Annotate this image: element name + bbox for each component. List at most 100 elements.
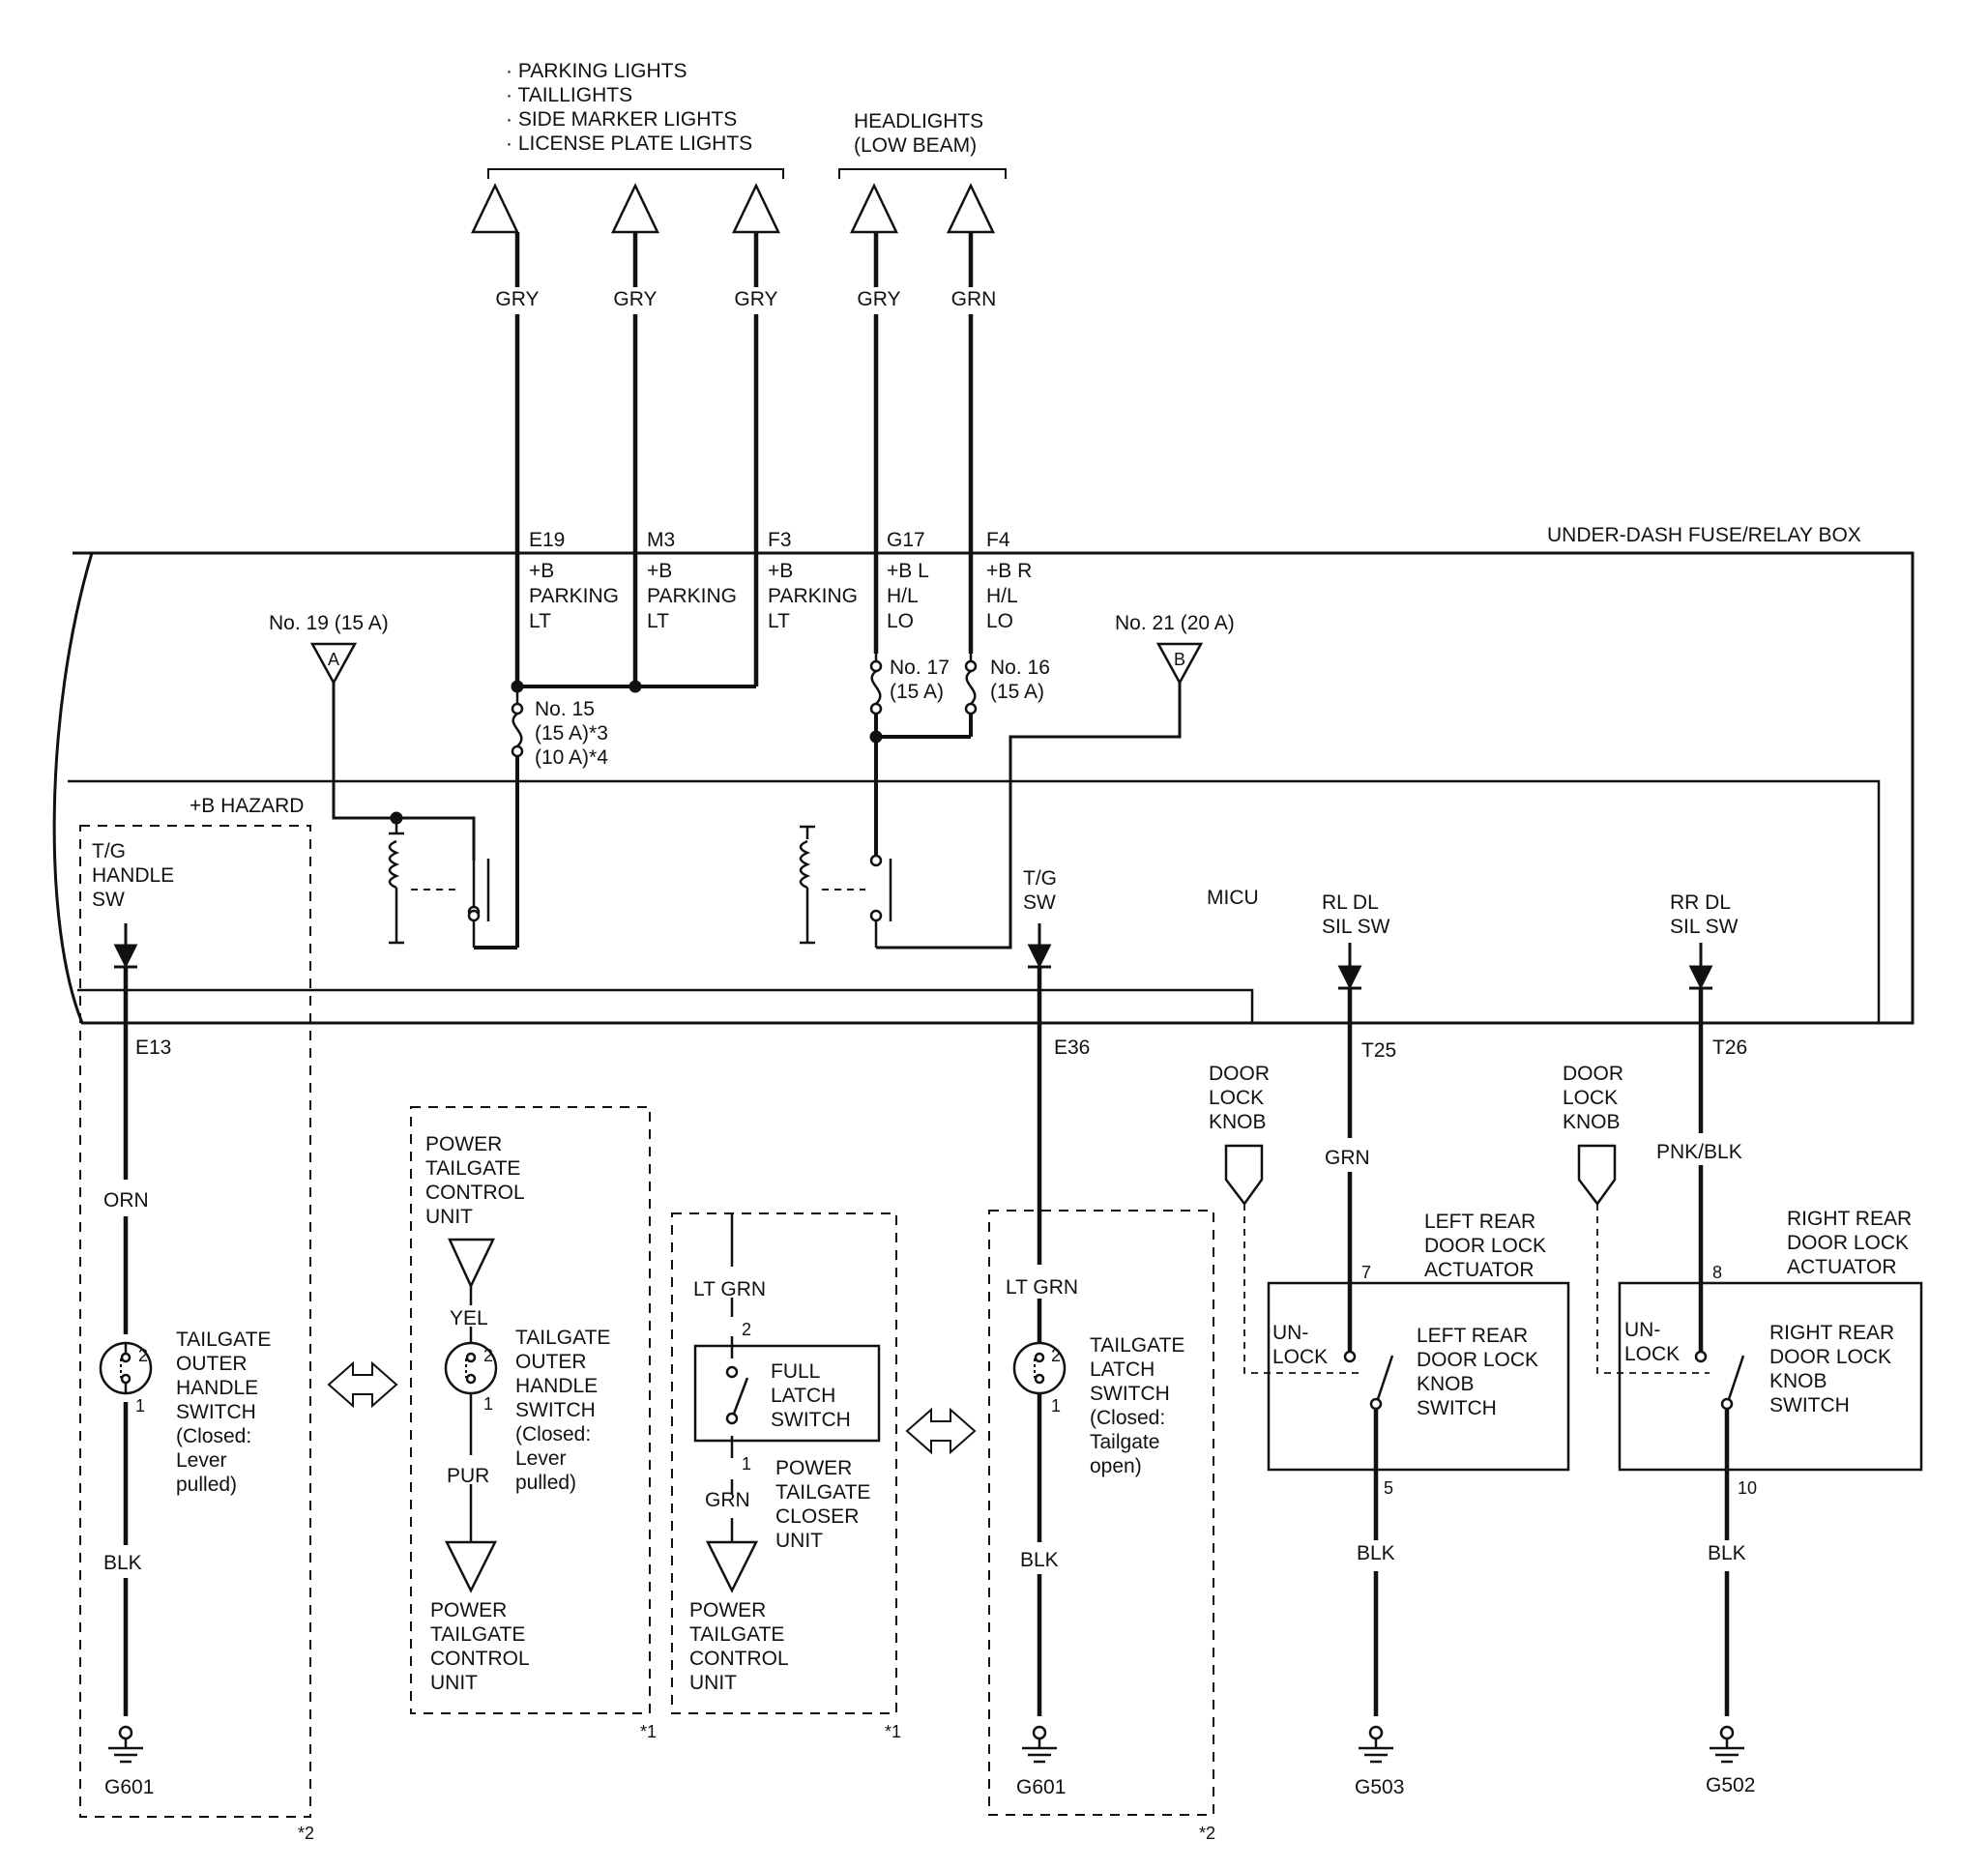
wire-color-label: BLK xyxy=(1357,1542,1395,1564)
left-knob-label: DOOR LOCK KNOB xyxy=(1209,1063,1270,1133)
knob-linkage xyxy=(1596,1204,1710,1374)
pin-label-line: PARKING xyxy=(647,585,737,607)
component-label-line: UNIT xyxy=(775,1530,823,1552)
note-marker: *1 xyxy=(640,1722,657,1741)
component-label-line: pulled) xyxy=(515,1472,576,1494)
knob-linkage xyxy=(1243,1204,1359,1374)
component-label-line: SWITCH xyxy=(1090,1383,1170,1405)
component-label-line: ACTUATOR xyxy=(1424,1259,1535,1281)
ptc-unit-bottom-label: POWER TAILGATE CONTROL UNIT xyxy=(430,1599,530,1694)
right-knob-switch-icon xyxy=(1694,1350,1745,1411)
pin-label-line: +B L xyxy=(887,560,929,582)
wire-color-label: GRN xyxy=(705,1489,750,1511)
micu-input-label: HANDLE xyxy=(92,864,174,887)
fuse-label-line: No. 16 xyxy=(990,657,1050,679)
component-label-line: LEFT REAR xyxy=(1424,1211,1535,1233)
latch-circuit-box xyxy=(988,1210,1214,1816)
fuse-pin-labels: +B PARKING LT +B PARKING LT +B PARKING L… xyxy=(529,560,1032,632)
connector-id: F4 xyxy=(986,529,1010,551)
source-a-wire xyxy=(332,683,476,861)
component-label-line: (Closed: xyxy=(176,1425,251,1447)
output-arrow-icon xyxy=(471,183,519,234)
component-label-line: DOOR xyxy=(1209,1063,1270,1085)
component-label-line: UNIT xyxy=(689,1672,737,1694)
component-label-line: SWITCH xyxy=(176,1401,256,1423)
ptc-connector-icon xyxy=(444,1540,498,1593)
connector-id: F3 xyxy=(768,529,792,551)
top-wires xyxy=(514,232,974,686)
headlights-subtitle: (LOW BEAM) xyxy=(854,134,977,157)
fuse-label-line: No. 17 xyxy=(890,657,950,679)
source-a-tag: A xyxy=(328,650,339,669)
component-label-line: OUTER xyxy=(176,1353,248,1375)
component-label-line: TAILGATE xyxy=(176,1329,271,1351)
pin-number: 2 xyxy=(742,1320,751,1339)
input-arrow-icon xyxy=(1027,944,1052,969)
component-label-line: DOOR LOCK xyxy=(1787,1232,1909,1254)
left-actuator-label: LEFT REAR DOOR LOCK ACTUATOR xyxy=(1424,1211,1546,1281)
component-label-line: UNIT xyxy=(430,1672,478,1694)
component-label-line: OUTER xyxy=(515,1351,587,1373)
wire-color-label: GRY xyxy=(857,288,900,310)
ptc-connector-icon xyxy=(448,1238,495,1289)
lights-list-item: · PARKING LIGHTS xyxy=(506,60,687,82)
source-b-label: No. 21 (20 A) xyxy=(1115,612,1235,634)
component-label-line: UNIT xyxy=(425,1206,473,1228)
component-label-line: LOCK xyxy=(1563,1087,1618,1109)
ground-icon xyxy=(108,1725,143,1764)
pin-label-line: H/L xyxy=(986,585,1018,607)
component-label-line: DOOR LOCK xyxy=(1424,1235,1546,1257)
micu-input-label: SIL SW xyxy=(1322,916,1390,938)
component-label-line: POWER xyxy=(430,1599,507,1621)
component-label-line: LATCH xyxy=(1090,1358,1155,1381)
headlights-label: HEADLIGHTS (LOW BEAM) xyxy=(854,110,983,157)
fuse-label-line: No. 15 xyxy=(535,698,595,720)
headlights-bracket xyxy=(838,168,1007,179)
input-arrow-icon xyxy=(1688,965,1713,990)
component-label-line: CLOSER xyxy=(775,1505,859,1528)
micu-pin-label: T25 xyxy=(1361,1039,1396,1062)
component-label-line: RIGHT REAR xyxy=(1769,1322,1894,1344)
right-knob-label: DOOR LOCK KNOB xyxy=(1563,1063,1623,1133)
note-marker: *2 xyxy=(298,1824,314,1843)
wire-color-label: GRY xyxy=(495,288,539,310)
ptc-handle-switch-icon xyxy=(444,1341,498,1395)
lights-list-item: · LICENSE PLATE LIGHTS xyxy=(506,132,752,155)
component-label-line: LEFT REAR xyxy=(1417,1325,1528,1347)
pin-label-line: PARKING xyxy=(768,585,858,607)
component-label-line: DOOR xyxy=(1563,1063,1623,1085)
output-arrow-icon xyxy=(611,183,659,234)
pin-number: 10 xyxy=(1738,1478,1757,1498)
wire-color-label: BLK xyxy=(103,1552,142,1574)
lights-bracket xyxy=(487,168,784,179)
fuse-box-outline xyxy=(52,551,1915,1025)
micu-input-label: T/G xyxy=(92,840,126,862)
fuse-label-line: (15 A) xyxy=(990,681,1044,703)
component-label-line: TAILGATE xyxy=(775,1481,870,1504)
pin-number: 1 xyxy=(742,1454,751,1474)
micu-input-label: SW xyxy=(1023,891,1056,914)
pin-label-line: +B R xyxy=(986,560,1032,582)
fuse-15-icon xyxy=(511,686,524,948)
micu-pin-label: E13 xyxy=(135,1037,171,1059)
pin-number: 1 xyxy=(483,1394,493,1414)
fuse-box-title: UNDER-DASH FUSE/RELAY BOX xyxy=(1547,524,1861,546)
component-label-line: SWITCH xyxy=(1417,1397,1497,1419)
component-label-line: Tailgate xyxy=(1090,1431,1159,1453)
wire-color-label: LT GRN xyxy=(693,1278,766,1300)
note-marker: *1 xyxy=(885,1722,901,1741)
pin-label-line: H/L xyxy=(887,585,919,607)
lights-list: · PARKING LIGHTS · TAILLIGHTS · SIDE MAR… xyxy=(506,60,752,155)
component-label-line: Lever xyxy=(515,1447,567,1470)
latch-switch-icon xyxy=(1012,1341,1067,1395)
pin-label-line: +B xyxy=(768,560,793,582)
left-knob-switch-icon xyxy=(1343,1350,1394,1411)
micu-input-label: RR DL xyxy=(1670,891,1731,914)
closer-circuit-box xyxy=(671,1212,897,1714)
pin-number: 2 xyxy=(1051,1346,1061,1365)
wire-color-label: GRN xyxy=(951,288,997,310)
component-label-line: UN- xyxy=(1272,1322,1308,1344)
component-label-line: pulled) xyxy=(176,1474,237,1496)
component-label-line: TAILGATE xyxy=(425,1157,520,1180)
